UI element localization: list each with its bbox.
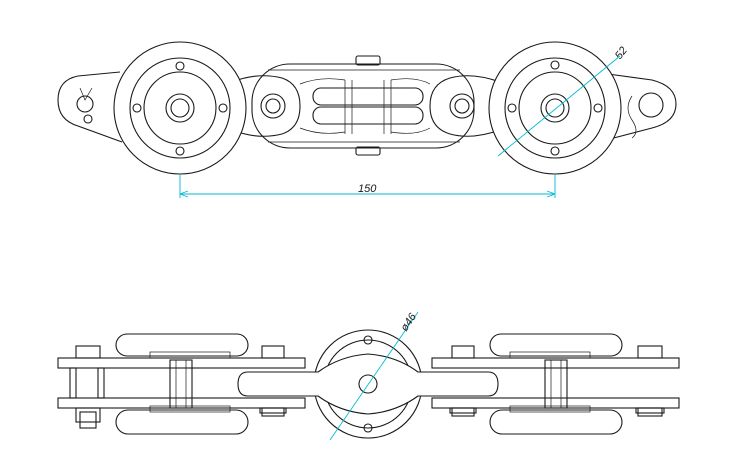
left-wheel: [113, 41, 247, 175]
left-side-assembly: [57, 333, 306, 435]
right-side-assembly: [431, 333, 680, 435]
right-wheel: [488, 41, 622, 175]
left-connector-arm: [231, 75, 301, 137]
dimension-label-52: 52: [613, 45, 630, 62]
dimension-label-150: 150: [358, 183, 377, 195]
central-body: [251, 55, 475, 156]
right-frame-lobe: [605, 73, 677, 141]
top-view: 52 150: [57, 41, 677, 198]
left-frame-lobe: [57, 71, 123, 143]
side-view: ø46: [57, 311, 680, 441]
center-distance-dimension: 150: [179, 174, 556, 198]
diameter-dimension-top: 52: [497, 45, 630, 157]
